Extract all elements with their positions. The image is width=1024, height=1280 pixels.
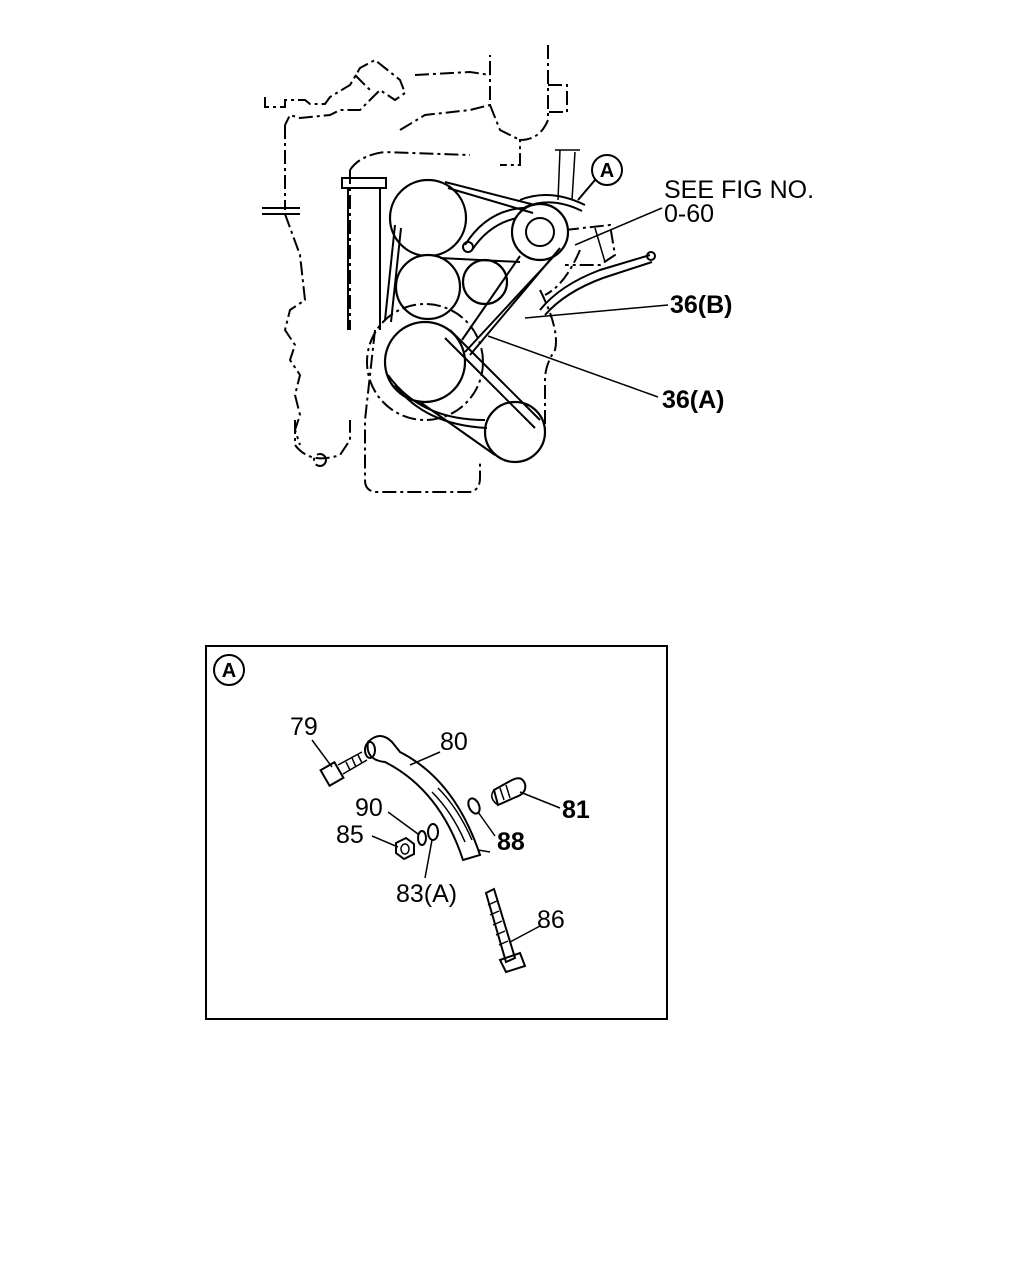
part-number-88: 88 [497, 828, 525, 856]
washer-90 [417, 830, 427, 846]
leader-81 [519, 791, 561, 809]
water-pump-pulley [510, 202, 570, 262]
small-idler-pulley [461, 258, 509, 306]
water-pump-hub [525, 217, 555, 247]
bolt-79 [319, 741, 376, 788]
detail-box-marker: A [213, 654, 245, 686]
leader-86 [509, 925, 541, 943]
alternator-pulley [483, 400, 547, 464]
see-fig-label-line2: 0-60 [664, 200, 714, 228]
part-number-83a: 83(A) [396, 880, 457, 908]
nut-85 [395, 836, 415, 861]
part-number-81: 81 [562, 796, 590, 824]
part-label-36a: 36(A) [662, 386, 725, 414]
detail-a-marker-label: A [600, 160, 614, 182]
leader-36a [487, 335, 659, 398]
leader-80 [409, 751, 441, 766]
leader-85 [371, 835, 399, 848]
bolt-86 [484, 887, 527, 974]
adjusting-bracket [366, 735, 491, 862]
part-number-80: 80 [440, 728, 468, 756]
pulleys [366, 178, 570, 464]
detail-box-frame [205, 645, 668, 1020]
engine-outline [262, 45, 656, 493]
leader-see-fig [574, 207, 663, 246]
bolt-81 [491, 777, 527, 807]
crank-pulley [383, 320, 467, 404]
leader-79 [311, 739, 333, 768]
engine-front-view: A SEE FIG NO. 0-60 36(B) 36(A) [262, 45, 814, 493]
leader-90 [387, 811, 419, 835]
see-fig-label-line1: SEE FIG NO. [664, 176, 814, 204]
washer-88 [467, 797, 481, 815]
leader-88 [477, 811, 496, 837]
belts [384, 181, 561, 456]
detail-box-marker-label: A [222, 660, 236, 682]
fan-pulley [388, 178, 468, 258]
part-number-86: 86 [537, 906, 565, 934]
washer-83a [427, 823, 439, 841]
part-label-36b: 36(B) [670, 291, 733, 319]
part-number-85: 85 [336, 821, 364, 849]
leader-83a [424, 839, 433, 879]
leader-36b [524, 304, 669, 319]
part-number-79: 79 [290, 713, 318, 741]
part-number-90: 90 [355, 794, 383, 822]
detail-box-a: A [205, 645, 668, 1020]
detail-a-marker: A [577, 154, 623, 201]
idler-pulley [394, 253, 462, 321]
